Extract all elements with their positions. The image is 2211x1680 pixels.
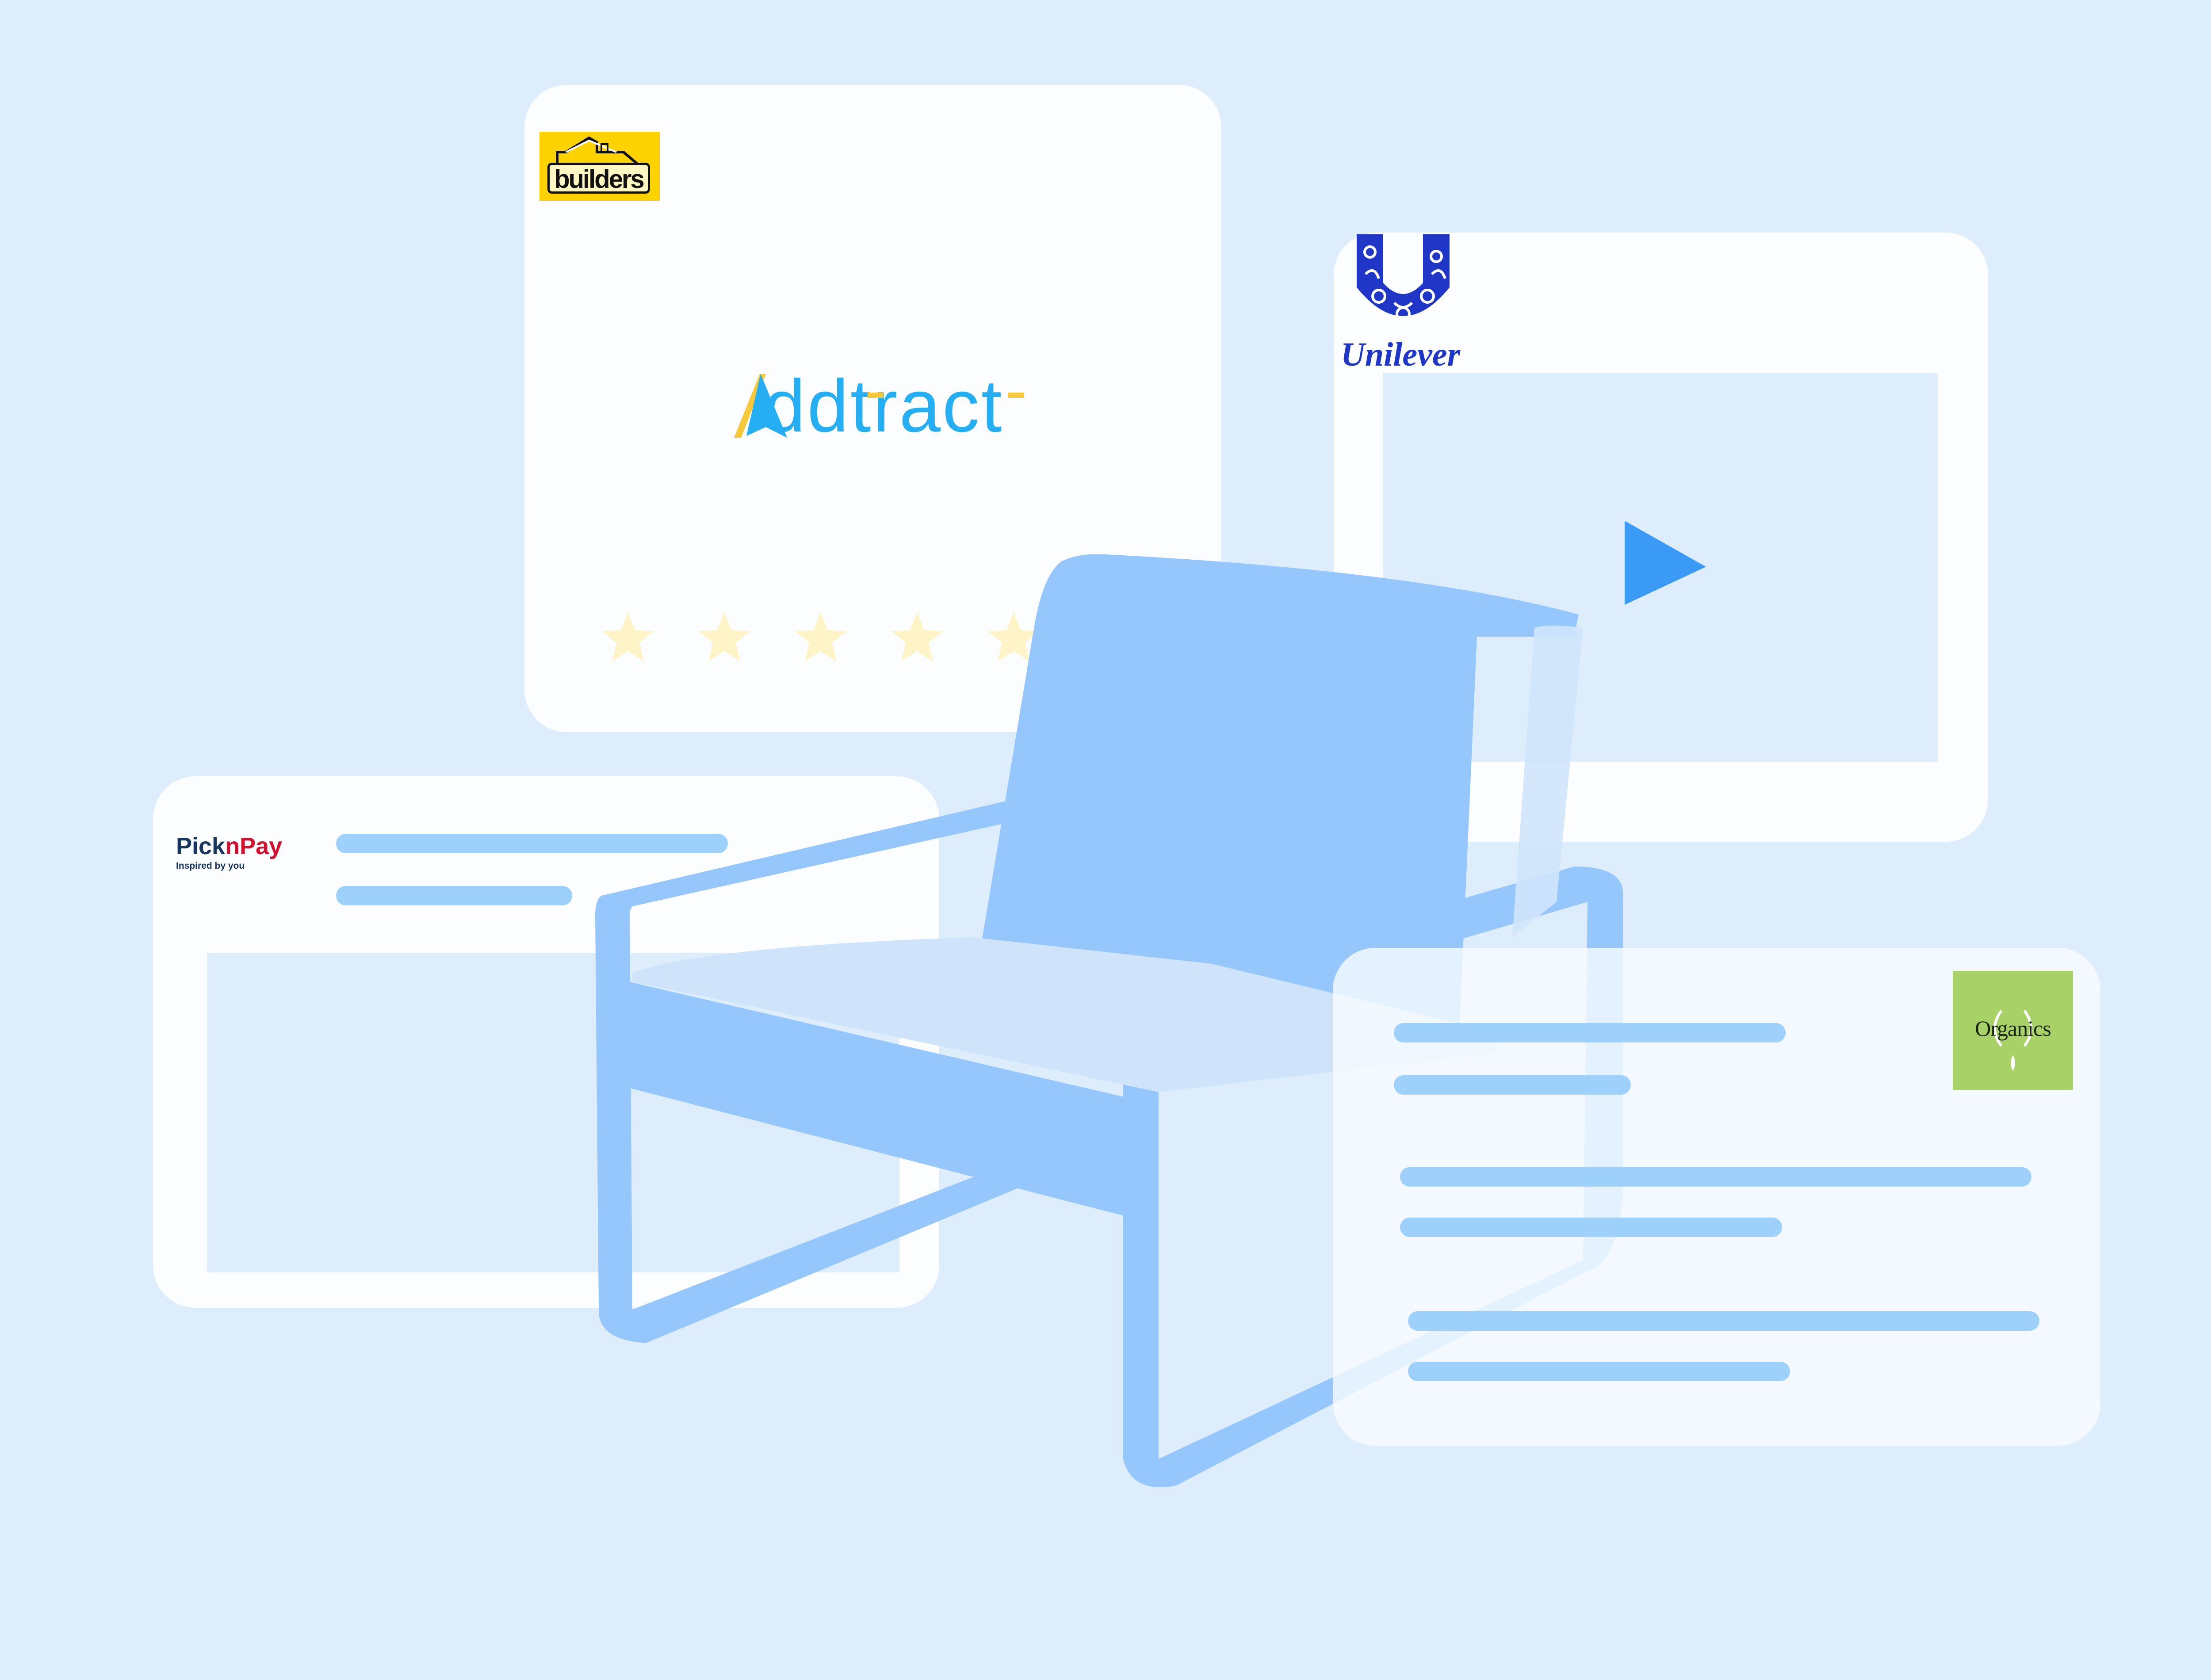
addtract-accent-icon <box>868 393 1024 398</box>
play-icon[interactable] <box>1624 518 1712 615</box>
picknpay-logo: PicknPay <box>176 833 282 859</box>
picknpay-part2: n <box>225 833 240 859</box>
placeholder-line <box>1400 1167 2031 1187</box>
star-rating <box>602 612 1039 661</box>
unilever-wordmark: Unilever <box>1341 336 1461 373</box>
unilever-u-emblem-icon <box>1357 234 1450 321</box>
organics-logo: Organics <box>1953 971 2073 1090</box>
placeholder-line <box>1408 1362 1790 1381</box>
picknpay-part3: Pay <box>240 833 283 859</box>
placeholder-line <box>1400 1218 1782 1237</box>
star-icon <box>891 612 943 661</box>
builders-logo: builders <box>539 132 660 201</box>
addtract-wordmark: ddtract <box>764 364 1004 447</box>
organics-leaf-icon <box>1993 1010 2032 1071</box>
organics-wordmark: Organics <box>1975 1016 2051 1041</box>
star-icon <box>795 612 846 661</box>
placeholder-line <box>1408 1311 2039 1331</box>
placeholder-line <box>1394 1075 1631 1095</box>
picknpay-tagline: Inspired by you <box>176 861 245 871</box>
placeholder-line <box>336 834 728 853</box>
star-icon <box>602 612 654 661</box>
addtract-a-icon <box>734 374 787 438</box>
star-icon <box>988 612 1039 661</box>
picknpay-part1: Pick <box>176 833 226 859</box>
placeholder-line <box>1394 1023 1786 1042</box>
house-roof-icon <box>556 136 642 168</box>
builders-wordmark: builders <box>547 163 650 194</box>
placeholder-line <box>336 886 572 905</box>
star-icon <box>699 612 750 661</box>
